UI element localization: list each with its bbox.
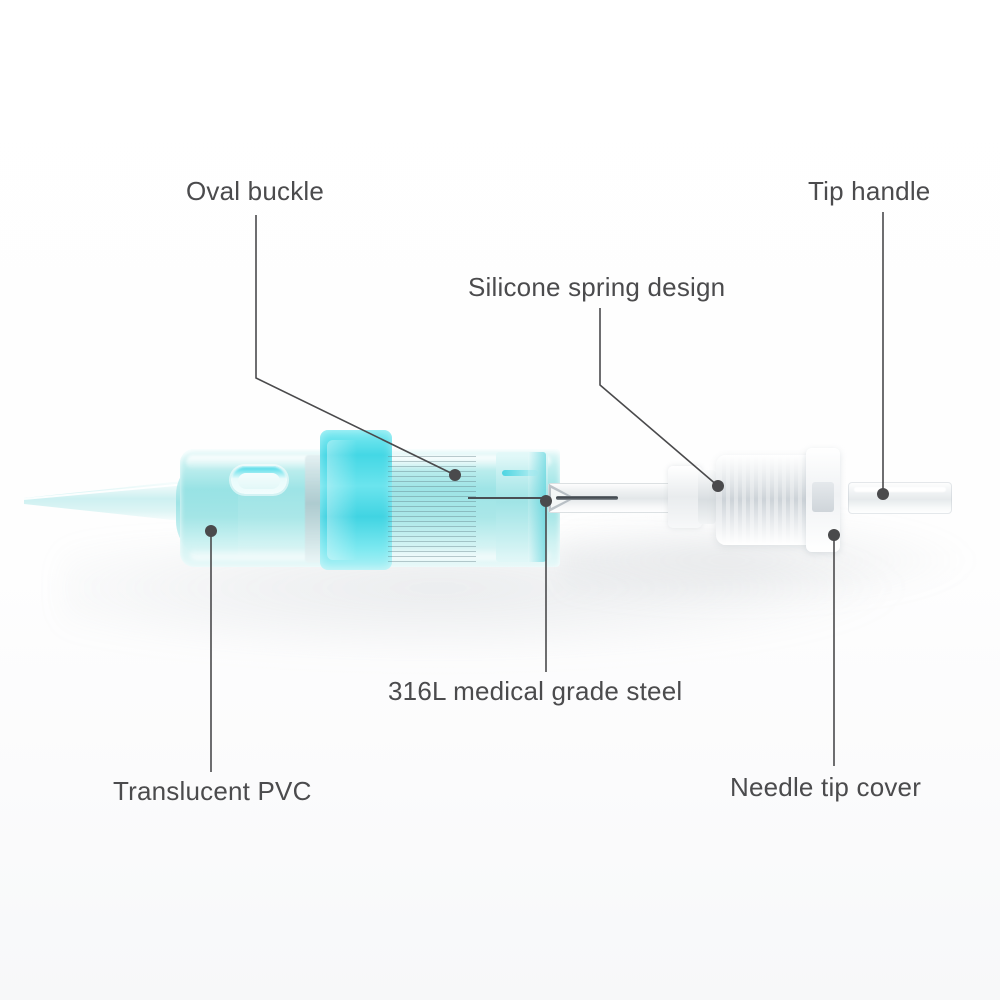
- barrel-rib: [388, 551, 476, 552]
- barrel-rib: [388, 506, 476, 507]
- barrel-rib: [388, 516, 476, 517]
- callout-dot-medical-steel: [540, 495, 552, 507]
- cover-rib: [778, 455, 782, 545]
- barrel-rib: [388, 461, 476, 462]
- cover-rib: [722, 455, 726, 545]
- white-collar-secondary: [698, 470, 716, 524]
- callout-dot-translucent-pvc: [205, 525, 217, 537]
- barrel-rib: [388, 476, 476, 477]
- callout-label-medical-steel: 316L medical grade steel: [388, 676, 683, 706]
- flange-highlight: [327, 440, 377, 560]
- barrel-rib: [388, 486, 476, 487]
- barrel-rib: [388, 511, 476, 512]
- barrel-rib: [388, 501, 476, 502]
- barrel-rib: [388, 546, 476, 547]
- barrel-rib: [388, 526, 476, 527]
- barrel-rib: [388, 471, 476, 472]
- barrel-endcap-lip: [528, 452, 546, 562]
- barrel-rib: [388, 466, 476, 467]
- barrel-rib: [388, 531, 476, 532]
- callout-label-oval-buckle: Oval buckle: [186, 176, 325, 206]
- barrel-rib: [388, 521, 476, 522]
- barrel-rib: [388, 456, 476, 457]
- needle-tip-cover-notch: [812, 482, 834, 512]
- barrel-rib: [388, 536, 476, 537]
- callout-dot-tip-handle: [877, 488, 889, 500]
- barrel-rib: [388, 481, 476, 482]
- barrel-rib-stripes: [388, 456, 476, 564]
- cover-rib: [762, 455, 766, 545]
- barrel-endcap-slot: [502, 470, 538, 476]
- cover-rib: [802, 455, 806, 545]
- callout-label-silicone-spring: Silicone spring design: [468, 272, 726, 302]
- tip-handle-highlight: [854, 487, 946, 492]
- steel-needle-shaft: [556, 496, 618, 500]
- cover-rib: [738, 455, 742, 545]
- callout-label-needle-tip-cover: Needle tip cover: [730, 772, 922, 802]
- barrel-rib: [388, 556, 476, 557]
- callout-label-tip-handle: Tip handle: [808, 176, 931, 206]
- cover-rib: [786, 455, 790, 545]
- callout-dot-needle-tip-cover: [828, 529, 840, 541]
- callout-label-translucent-pvc: Translucent PVC: [113, 776, 312, 806]
- callout-dot-oval-buckle: [449, 469, 461, 481]
- oval-buckle-inner: [238, 473, 280, 489]
- barrel-rib: [388, 541, 476, 542]
- cover-rib: [746, 455, 750, 545]
- barrel-rib: [388, 491, 476, 492]
- barrel-rib: [388, 561, 476, 562]
- cover-rib: [754, 455, 758, 545]
- cover-rib: [770, 455, 774, 545]
- barrel-rib: [388, 496, 476, 497]
- callout-dot-silicone-spring: [712, 480, 724, 492]
- white-collar: [668, 466, 702, 528]
- cover-rib: [794, 455, 798, 545]
- needle-inner-line: [468, 497, 550, 499]
- cover-rib: [730, 455, 734, 545]
